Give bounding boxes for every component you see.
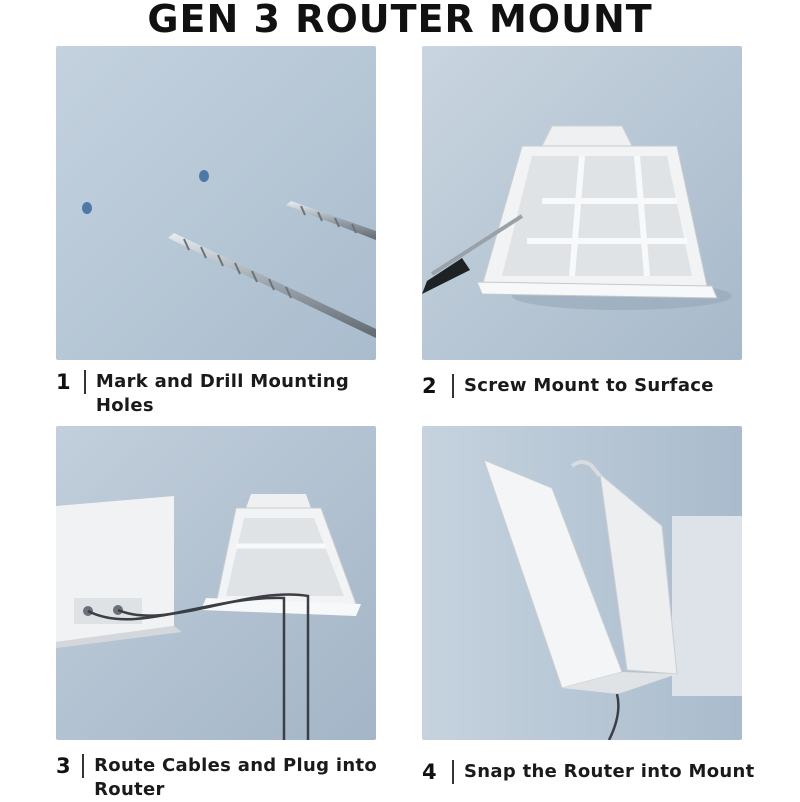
- router-mount: [201, 494, 361, 616]
- step-1-image: [56, 46, 376, 360]
- step-number: 2: [422, 374, 437, 398]
- step-2-image: [422, 46, 742, 360]
- step-number: 4: [422, 760, 437, 784]
- divider: [84, 370, 86, 394]
- screw-mount-illustration: [422, 46, 742, 360]
- router-mount: [476, 125, 718, 299]
- drill-hole: [82, 202, 92, 214]
- drill-bit: [286, 201, 376, 240]
- step-text: Snap the Router into Mount: [464, 761, 755, 782]
- drill-illustration: [56, 46, 376, 360]
- divider: [452, 760, 454, 784]
- screwdriver-icon: [422, 214, 524, 294]
- step-4-caption: 4 Snap the Router into Mount: [422, 760, 792, 784]
- step-number: 1: [56, 370, 71, 394]
- divider: [452, 374, 454, 398]
- step-4-image: [422, 426, 742, 740]
- route-cables-illustration: [56, 426, 376, 740]
- step-text: Screw Mount to Surface: [464, 375, 714, 396]
- page-title: GEN 3 ROUTER MOUNT: [147, 0, 653, 41]
- divider: [82, 754, 85, 778]
- step-text: Route Cables and Plug into Router: [94, 755, 378, 800]
- drill-hole: [199, 170, 209, 182]
- network-cable: [607, 693, 620, 740]
- snap-router-illustration: [422, 426, 742, 740]
- step-text: Mark and Drill Mounting Holes: [95, 371, 350, 416]
- wall-edge: [672, 516, 742, 696]
- router-device: [56, 496, 182, 648]
- network-cable: [87, 593, 310, 740]
- router-device: [483, 459, 678, 694]
- step-3-caption: 3 Route Cables and Plug into Router: [56, 754, 396, 802]
- step-1-caption: 1 Mark and Drill Mounting Holes: [56, 370, 386, 418]
- step-number: 3: [56, 754, 71, 778]
- step-2-caption: 2 Screw Mount to Surface: [422, 374, 782, 398]
- step-3-image: [56, 426, 376, 740]
- drill-bit: [168, 233, 376, 338]
